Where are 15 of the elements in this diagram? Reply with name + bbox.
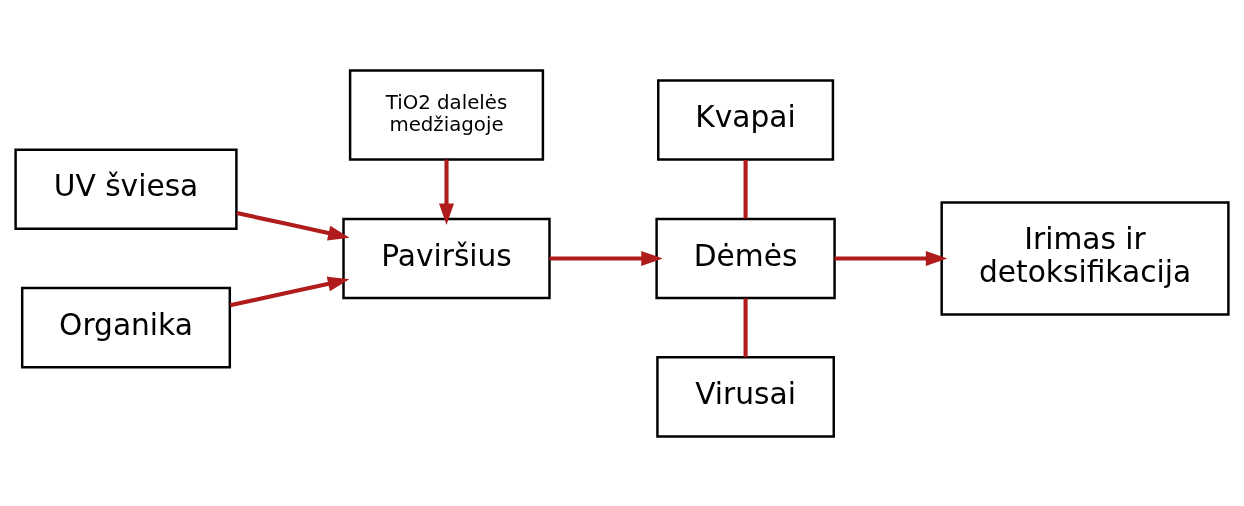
connector — [743, 297, 748, 357]
connector — [743, 159, 748, 218]
node-box: TiO2 dalelės medžiagoje — [348, 68, 545, 161]
arrow — [236, 210, 350, 240]
arrow — [229, 276, 350, 307]
node-box: Paviršius — [342, 217, 551, 299]
node-box: Irimas ir detoksifikacija — [940, 200, 1230, 316]
arrow — [439, 159, 455, 225]
node-box: Kvapai — [657, 78, 835, 161]
node-box: UV šviesa — [14, 147, 238, 230]
node-box: Organika — [20, 286, 232, 368]
arrow — [549, 250, 663, 266]
arrow — [834, 250, 948, 266]
node-box: Virusai — [656, 355, 835, 438]
node-box: Dėmės — [655, 217, 836, 299]
